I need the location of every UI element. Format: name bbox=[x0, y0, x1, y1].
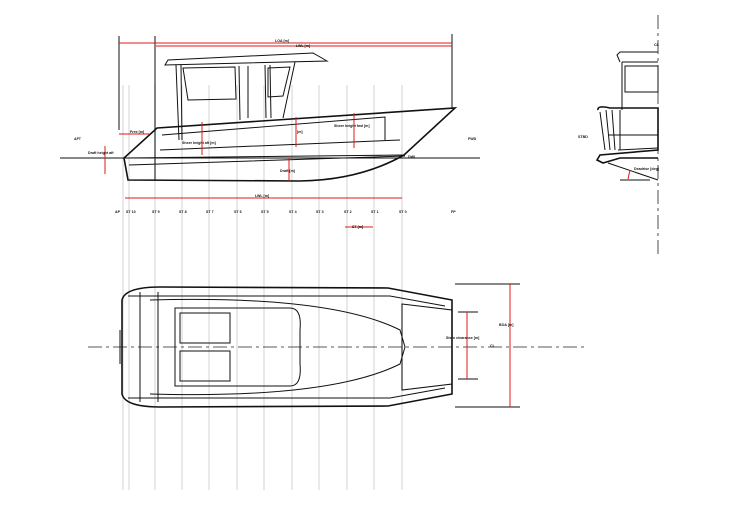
seat-port bbox=[179, 312, 231, 344]
dimension-label: BOA [m] bbox=[499, 323, 513, 327]
seat-stbd bbox=[179, 350, 231, 382]
dimension-label: Draft [m] bbox=[280, 169, 295, 173]
dimension-label: CL bbox=[490, 344, 496, 348]
fwd-label: FWD bbox=[468, 137, 477, 141]
dimension-label: ST 10 bbox=[126, 210, 136, 214]
loa-label: LOA [m] bbox=[275, 39, 289, 43]
hull-plan bbox=[121, 286, 453, 408]
drawing-line bbox=[123, 116, 406, 180]
dimension-label: ST [m] bbox=[352, 225, 363, 229]
dimension-label: ST 9 bbox=[152, 210, 160, 214]
dimension-label: Free [m] bbox=[130, 130, 144, 134]
dimension-label: CL bbox=[654, 43, 660, 47]
dimension-label: Sheer height fwd [m] bbox=[334, 124, 370, 128]
dimension-label: Deadrise [deg] bbox=[634, 167, 659, 171]
cabin-window-fwd bbox=[267, 66, 291, 98]
dimension-label: ST 0 bbox=[399, 210, 407, 214]
aft-label: AFT bbox=[74, 137, 82, 141]
section-view: CL Deadrise [deg] STBD bbox=[578, 15, 660, 255]
dimension-label: FP bbox=[451, 210, 456, 214]
dimension-label: Stern clearance [m] bbox=[446, 336, 479, 340]
plan-view: Stern clearance [m] BOA [m] CL bbox=[88, 283, 585, 408]
dimension-label: AP bbox=[115, 210, 121, 214]
drawing-line bbox=[595, 106, 659, 164]
dimension-label: ST 7 bbox=[206, 210, 214, 214]
dimension-label: ST 8 bbox=[179, 210, 187, 214]
dimension-label: ST 3 bbox=[316, 210, 324, 214]
dimension-label: LWL [m] bbox=[255, 194, 269, 198]
drawing-line bbox=[599, 109, 659, 151]
deadrise-dimension bbox=[627, 169, 631, 180]
wheelhouse-roof bbox=[164, 52, 329, 66]
drawing-line bbox=[175, 61, 296, 141]
drawing-line bbox=[128, 292, 446, 402]
dimension-label: Draft height aft bbox=[88, 151, 114, 155]
drawing-line bbox=[401, 303, 453, 391]
dimension-label: Sheer height aft [m] bbox=[182, 141, 216, 145]
dimension-label: ST 1 bbox=[371, 210, 379, 214]
dimension-label: ST 4 bbox=[289, 210, 297, 214]
drawing-line bbox=[607, 162, 659, 181]
lwl-top-label: LWL [m] bbox=[296, 44, 310, 48]
dimension-label: ST 5 bbox=[261, 210, 269, 214]
stbd-label: STBD bbox=[578, 135, 588, 139]
dimension-label: [m] bbox=[297, 130, 303, 134]
dimension-label: DWL bbox=[408, 155, 417, 159]
profile-view: LOA [m] LWL [m] Free [m] Draft height af… bbox=[60, 34, 480, 229]
cockpit bbox=[174, 307, 301, 387]
station-labels: AP ST 10 ST 9 ST 8 ST 7 ST 6 ST 5 ST 4 S… bbox=[115, 210, 456, 214]
drawing-line bbox=[149, 298, 406, 396]
dimension-label: ST 2 bbox=[344, 210, 352, 214]
drawing-line bbox=[616, 51, 659, 110]
cabin-window-aft bbox=[182, 66, 237, 101]
dimension-label: ST 6 bbox=[234, 210, 242, 214]
